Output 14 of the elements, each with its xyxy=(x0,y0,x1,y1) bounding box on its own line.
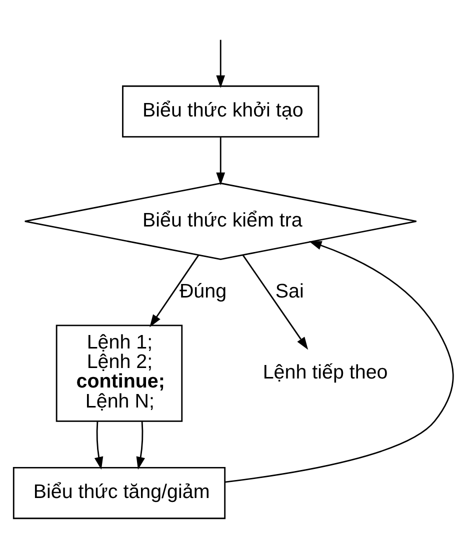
node-text: Lệnh tiếp theo xyxy=(262,361,388,384)
arrow xyxy=(216,136,226,185)
arrow xyxy=(150,254,200,327)
arrow xyxy=(225,240,454,482)
node-box: Biểu thức tăng/giảm xyxy=(12,466,226,519)
node-box: Lệnh 1; Lệnh 2; continue; Lệnh N; xyxy=(56,324,183,422)
edge-label: Đúng xyxy=(179,280,227,302)
arrow xyxy=(136,421,145,470)
node-diamond: Biểu thức kiểm tra xyxy=(24,182,418,260)
edge-label: Sai xyxy=(275,280,304,302)
arrow xyxy=(216,39,226,88)
arrow xyxy=(94,421,104,470)
arrow xyxy=(242,254,308,350)
node-box: Biểu thức khởi tạo xyxy=(122,84,320,137)
